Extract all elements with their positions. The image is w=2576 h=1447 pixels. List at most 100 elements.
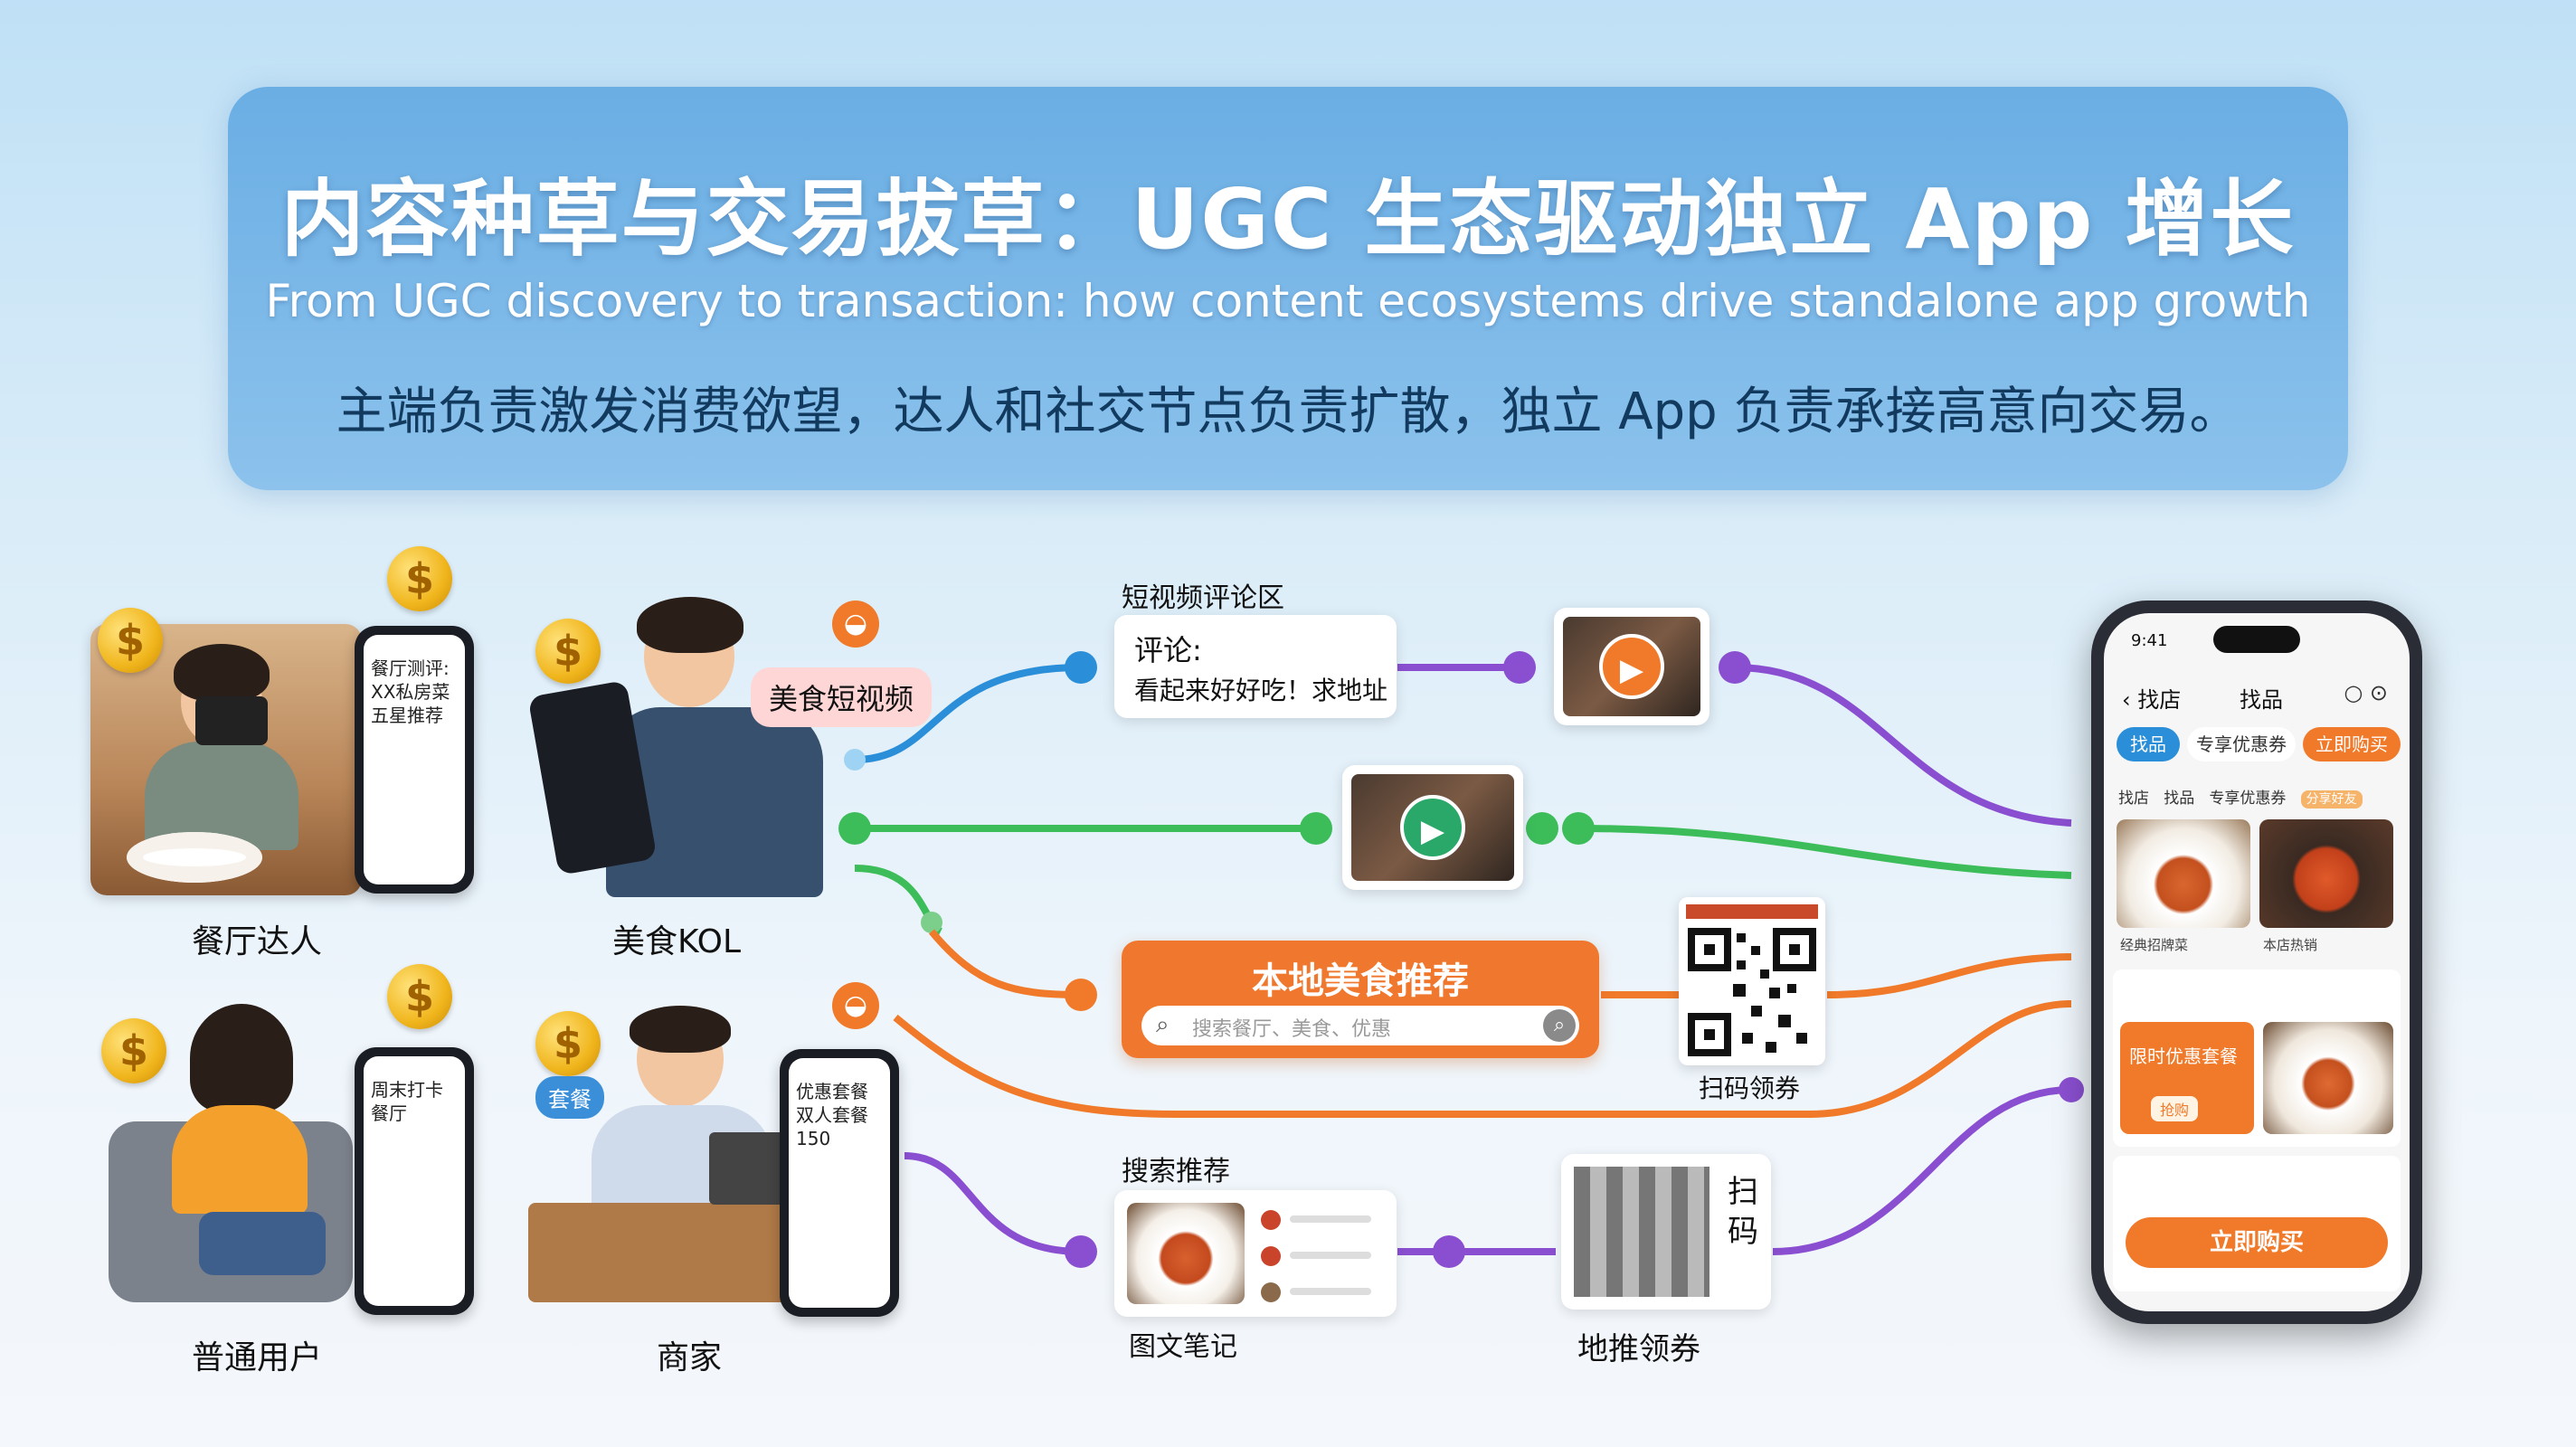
label-graphic-note: 图文笔记 <box>1129 1331 1237 1363</box>
coin-icon: $ <box>101 1018 166 1083</box>
video-thumbnail-kol[interactable]: ▶ <box>1342 765 1523 890</box>
app-screen: 9:41 ‹ 找店 找品 ○ ⊙ 找品 专享优惠券 立即购买 找店 找品 专享优… <box>2104 613 2410 1311</box>
merchant-phone-text: 优惠套餐 双人套餐150 <box>789 1058 890 1308</box>
actor-label-regular-user: 普通用户 <box>191 1339 322 1376</box>
search-icon: ⌕ <box>1156 1011 1170 1038</box>
local-food-recommend-card[interactable]: 本地美食推荐 ⌕ 搜索餐厅、美食、优惠 ⌕ <box>1122 941 1599 1058</box>
phone-notch <box>2213 626 2300 653</box>
regular-user-phone-text: 周末打卡餐厅 <box>364 1056 465 1306</box>
app-subtabs: 找店 找品 专享优惠券 分享好友 <box>2118 785 2399 809</box>
app-subtab[interactable]: 分享好友 <box>2300 790 2363 809</box>
status-time: 9:41 <box>2131 631 2168 650</box>
offline-coupon-card[interactable]: 扫码 <box>1561 1154 1771 1310</box>
link-orange-4 <box>893 1000 2072 1118</box>
app-subtab[interactable]: 找店 <box>2118 790 2149 808</box>
link-offline-app <box>1772 1086 2072 1255</box>
regular-user-phone: 周末打卡餐厅 <box>355 1047 474 1315</box>
coin-icon: $ <box>387 964 452 1029</box>
coin-icon: $ <box>98 608 163 673</box>
person-body <box>145 742 298 850</box>
node-dot-purple-5 <box>2059 1077 2084 1102</box>
search-placeholder: 搜索餐厅、美食、优惠 <box>1192 1018 1392 1041</box>
app-subtab[interactable]: 找品 <box>2164 790 2195 808</box>
offline-scan-text: 扫码 <box>1728 1174 1758 1250</box>
app-buy-now-button[interactable]: 立即购买 <box>2126 1217 2388 1268</box>
person-body <box>172 1105 308 1214</box>
link-green-2 <box>1577 825 2072 879</box>
app-tab-coupon[interactable]: 专享优惠券 <box>2187 727 2296 761</box>
link-kol-comment <box>851 664 1084 763</box>
play-icon[interactable]: ▶ <box>1400 795 1465 860</box>
note-list-line <box>1290 1215 1371 1223</box>
tag-merchant-package: 套餐 <box>535 1076 604 1119</box>
nav-back-label: 找店 <box>2137 687 2182 713</box>
note-list-line <box>1261 1246 1281 1266</box>
regular-user-figure <box>99 1004 362 1311</box>
play-icon[interactable]: ▶ <box>1599 634 1664 699</box>
node-dot-purple-4 <box>1433 1235 1465 1268</box>
note-food-image <box>1127 1203 1245 1304</box>
app-promo-text: 限时优惠套餐 <box>2129 1045 2238 1067</box>
app-item-image-2[interactable] <box>2259 819 2393 928</box>
app-promo-banner[interactable]: 限时优惠套餐 抢购 <box>2120 1022 2254 1134</box>
person-hair <box>630 1006 731 1053</box>
app-item-caption-1: 经典招牌菜 <box>2120 937 2189 953</box>
link-merchant-note <box>904 1152 1082 1255</box>
search-button-icon[interactable]: ⌕ <box>1543 1009 1576 1042</box>
coin-icon: $ <box>387 546 452 611</box>
food-bowl-icon: ◒ <box>832 982 879 1029</box>
local-food-title: 本地美食推荐 <box>1252 960 1469 1002</box>
video-thumbnail-short[interactable]: ▶ <box>1554 608 1709 725</box>
person-hair <box>174 644 270 702</box>
comment-title: 评论: <box>1134 633 1202 667</box>
label-scan-coupon: 扫码领券 <box>1699 1073 1801 1103</box>
label-offline-coupon: 地推领券 <box>1577 1331 1700 1367</box>
app-promo-food-image[interactable] <box>2263 1022 2393 1134</box>
qr-code-card[interactable] <box>1679 897 1825 1065</box>
graphic-note-card[interactable] <box>1114 1190 1397 1317</box>
standalone-app-phone: 9:41 ‹ 找店 找品 ○ ⊙ 找品 专享优惠券 立即购买 找店 找品 专享优… <box>2091 601 2422 1324</box>
local-food-search-box[interactable]: ⌕ 搜索餐厅、美食、优惠 ⌕ <box>1141 1006 1579 1045</box>
app-item-caption-2: 本店热销 <box>2263 937 2318 953</box>
node-dot-orange-1 <box>1065 979 1097 1011</box>
title-banner: 内容种草与交易拔草：UGC 生态驱动独立 App 增长 From UGC dis… <box>228 87 2348 490</box>
food-plate-icon <box>127 832 262 883</box>
node-dot-green-2 <box>1526 812 1558 845</box>
node-dot-green-1 <box>1300 812 1332 845</box>
note-list-line <box>1290 1252 1371 1259</box>
node-dot-green-start <box>838 812 871 845</box>
link-orange-3 <box>1826 953 2072 998</box>
note-list-line <box>1290 1288 1371 1295</box>
page-tagline: 主端负责激发消费欲望，达人和社交节点负责扩散，独立 App 负责承接高意向交易。 <box>336 383 2240 441</box>
app-tab-find-product[interactable]: 找品 <box>2117 727 2180 761</box>
person-hair <box>637 597 743 653</box>
actor-label-food-kol: 美食KOL <box>611 923 742 960</box>
qr-code-icon <box>1686 904 1818 1056</box>
app-subtab[interactable]: 专享优惠券 <box>2209 790 2287 808</box>
app-item-image-1[interactable] <box>2117 819 2250 928</box>
page-subtitle: From UGC discovery to transaction: how c… <box>265 275 2311 327</box>
coin-icon: $ <box>535 619 601 684</box>
nav-more-icon[interactable]: ○ ⊙ <box>2344 680 2388 705</box>
nav-back-button[interactable]: ‹ 找店 <box>2122 687 2182 713</box>
comment-card: 评论: 看起来好好吃！求地址 <box>1114 615 1397 718</box>
app-promo-button[interactable]: 抢购 <box>2151 1096 2199 1121</box>
note-list-line <box>1261 1282 1281 1302</box>
person-hair <box>190 1004 293 1112</box>
app-tab-buy-now[interactable]: 立即购买 <box>2303 727 2401 761</box>
node-dot-purple-3 <box>1065 1235 1097 1268</box>
actor-label-merchant: 商家 <box>656 1339 722 1376</box>
restaurant-expert-phone-text: 餐厅测评: XX私房菜 五星推荐 <box>364 635 465 884</box>
page-title: 内容种草与交易拔草：UGC 生态驱动独立 App 增长 <box>280 171 2296 268</box>
label-search-recommend: 搜索推荐 <box>1122 1156 1230 1187</box>
note-list-line <box>1261 1210 1281 1230</box>
nav-title: 找品 <box>2240 687 2283 713</box>
link-video-app <box>1734 664 2072 827</box>
jeans-icon <box>199 1212 326 1275</box>
restaurant-expert-phone: 餐厅测评: XX私房菜 五星推荐 <box>355 626 474 894</box>
node-dot-green-4 <box>921 912 942 933</box>
coin-icon: $ <box>535 1011 601 1076</box>
offline-qr-blurred <box>1574 1167 1709 1297</box>
actor-label-restaurant-expert: 餐厅达人 <box>191 923 322 960</box>
